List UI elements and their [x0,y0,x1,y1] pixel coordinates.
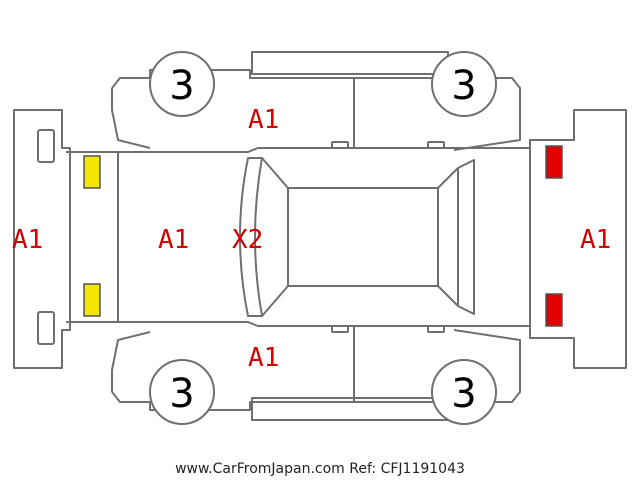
wheel-front-left: 3 [149,51,215,117]
wheel-front-right: 3 [149,359,215,425]
car-body-outline [66,69,530,411]
mark-left-side: A1 [248,105,279,135]
mark-rear-bumper: A1 [580,225,611,255]
mark-windshield: X2 [232,225,263,255]
wheel-rear-left: 3 [431,51,497,117]
side-sills [251,51,449,421]
source-reference: www.CarFromJapan.com Ref: CFJ1191043 [175,461,465,477]
headlight-upper [83,155,101,189]
headlight-lower [83,283,101,317]
mark-hood: A1 [158,225,189,255]
wheel-rear-right: 3 [431,359,497,425]
wheel-rear-left-label: 3 [451,63,476,109]
taillight-upper [545,145,563,179]
wheel-front-left-label: 3 [169,63,194,109]
taillight-lower [545,293,563,327]
wheel-front-right-label: 3 [169,371,194,417]
front-bumper [13,109,71,369]
rear-bumper [529,109,627,369]
cabin [239,157,475,317]
mark-right-side: A1 [248,343,279,373]
mark-front-bumper: A1 [12,225,43,255]
wheel-rear-right-label: 3 [451,371,476,417]
